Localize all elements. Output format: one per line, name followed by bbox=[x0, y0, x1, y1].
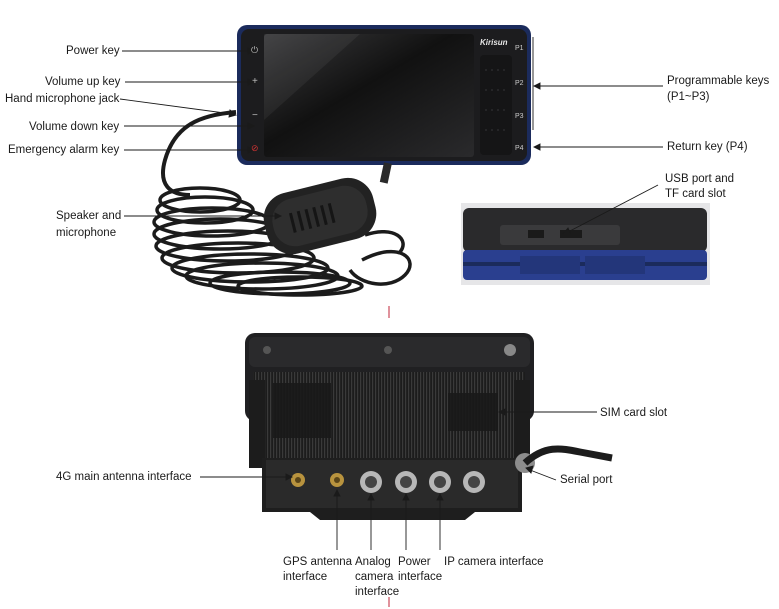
label-programmable-keys-1: Programmable keys bbox=[667, 74, 769, 88]
label-analog-3: interface bbox=[355, 585, 399, 599]
front-terminal bbox=[237, 25, 531, 184]
label-analog-1: Analog bbox=[355, 555, 391, 569]
label-programmable-keys-2: (P1~P3) bbox=[667, 90, 710, 104]
label-volume-up-key: Volume up key bbox=[45, 75, 120, 89]
key-p1: P1 bbox=[515, 45, 524, 52]
key-p4: P4 bbox=[515, 145, 524, 152]
label-gps-2: interface bbox=[283, 570, 327, 584]
label-hand-microphone-jack: Hand microphone jack bbox=[5, 92, 119, 106]
label-speaker-microphone-1: Speaker and bbox=[56, 209, 121, 223]
label-volume-down-key: Volume down key bbox=[29, 120, 119, 134]
label-gps-1: GPS antenna bbox=[283, 555, 352, 569]
side-photo bbox=[461, 203, 710, 285]
label-sim-card-slot: SIM card slot bbox=[600, 406, 667, 420]
key-p2: P2 bbox=[515, 80, 524, 87]
label-usb-tf-2: TF card slot bbox=[665, 187, 726, 201]
label-speaker-microphone-2: microphone bbox=[56, 226, 116, 240]
key-p3: P3 bbox=[515, 113, 524, 120]
label-serial-port: Serial port bbox=[560, 473, 612, 487]
emergency-key-icon: ⊘ bbox=[251, 143, 259, 154]
label-power-key: Power key bbox=[66, 44, 120, 58]
volume-up-key-icon: + bbox=[252, 76, 258, 87]
label-return-key: Return key (P4) bbox=[667, 140, 748, 154]
back-terminal bbox=[245, 333, 612, 520]
label-power-2: interface bbox=[398, 570, 442, 584]
volume-down-key-icon: − bbox=[252, 110, 258, 121]
label-usb-tf-1: USB port and bbox=[665, 172, 734, 186]
label-analog-2: camera bbox=[355, 570, 393, 584]
label-4g-main-antenna: 4G main antenna interface bbox=[56, 470, 192, 484]
label-power-1: Power bbox=[398, 555, 431, 569]
label-ip-camera: IP camera interface bbox=[444, 555, 544, 569]
power-key-icon: ⏻ bbox=[251, 45, 258, 56]
brand-logo: Kirisun bbox=[480, 38, 508, 47]
label-emergency-alarm-key: Emergency alarm key bbox=[8, 143, 119, 157]
